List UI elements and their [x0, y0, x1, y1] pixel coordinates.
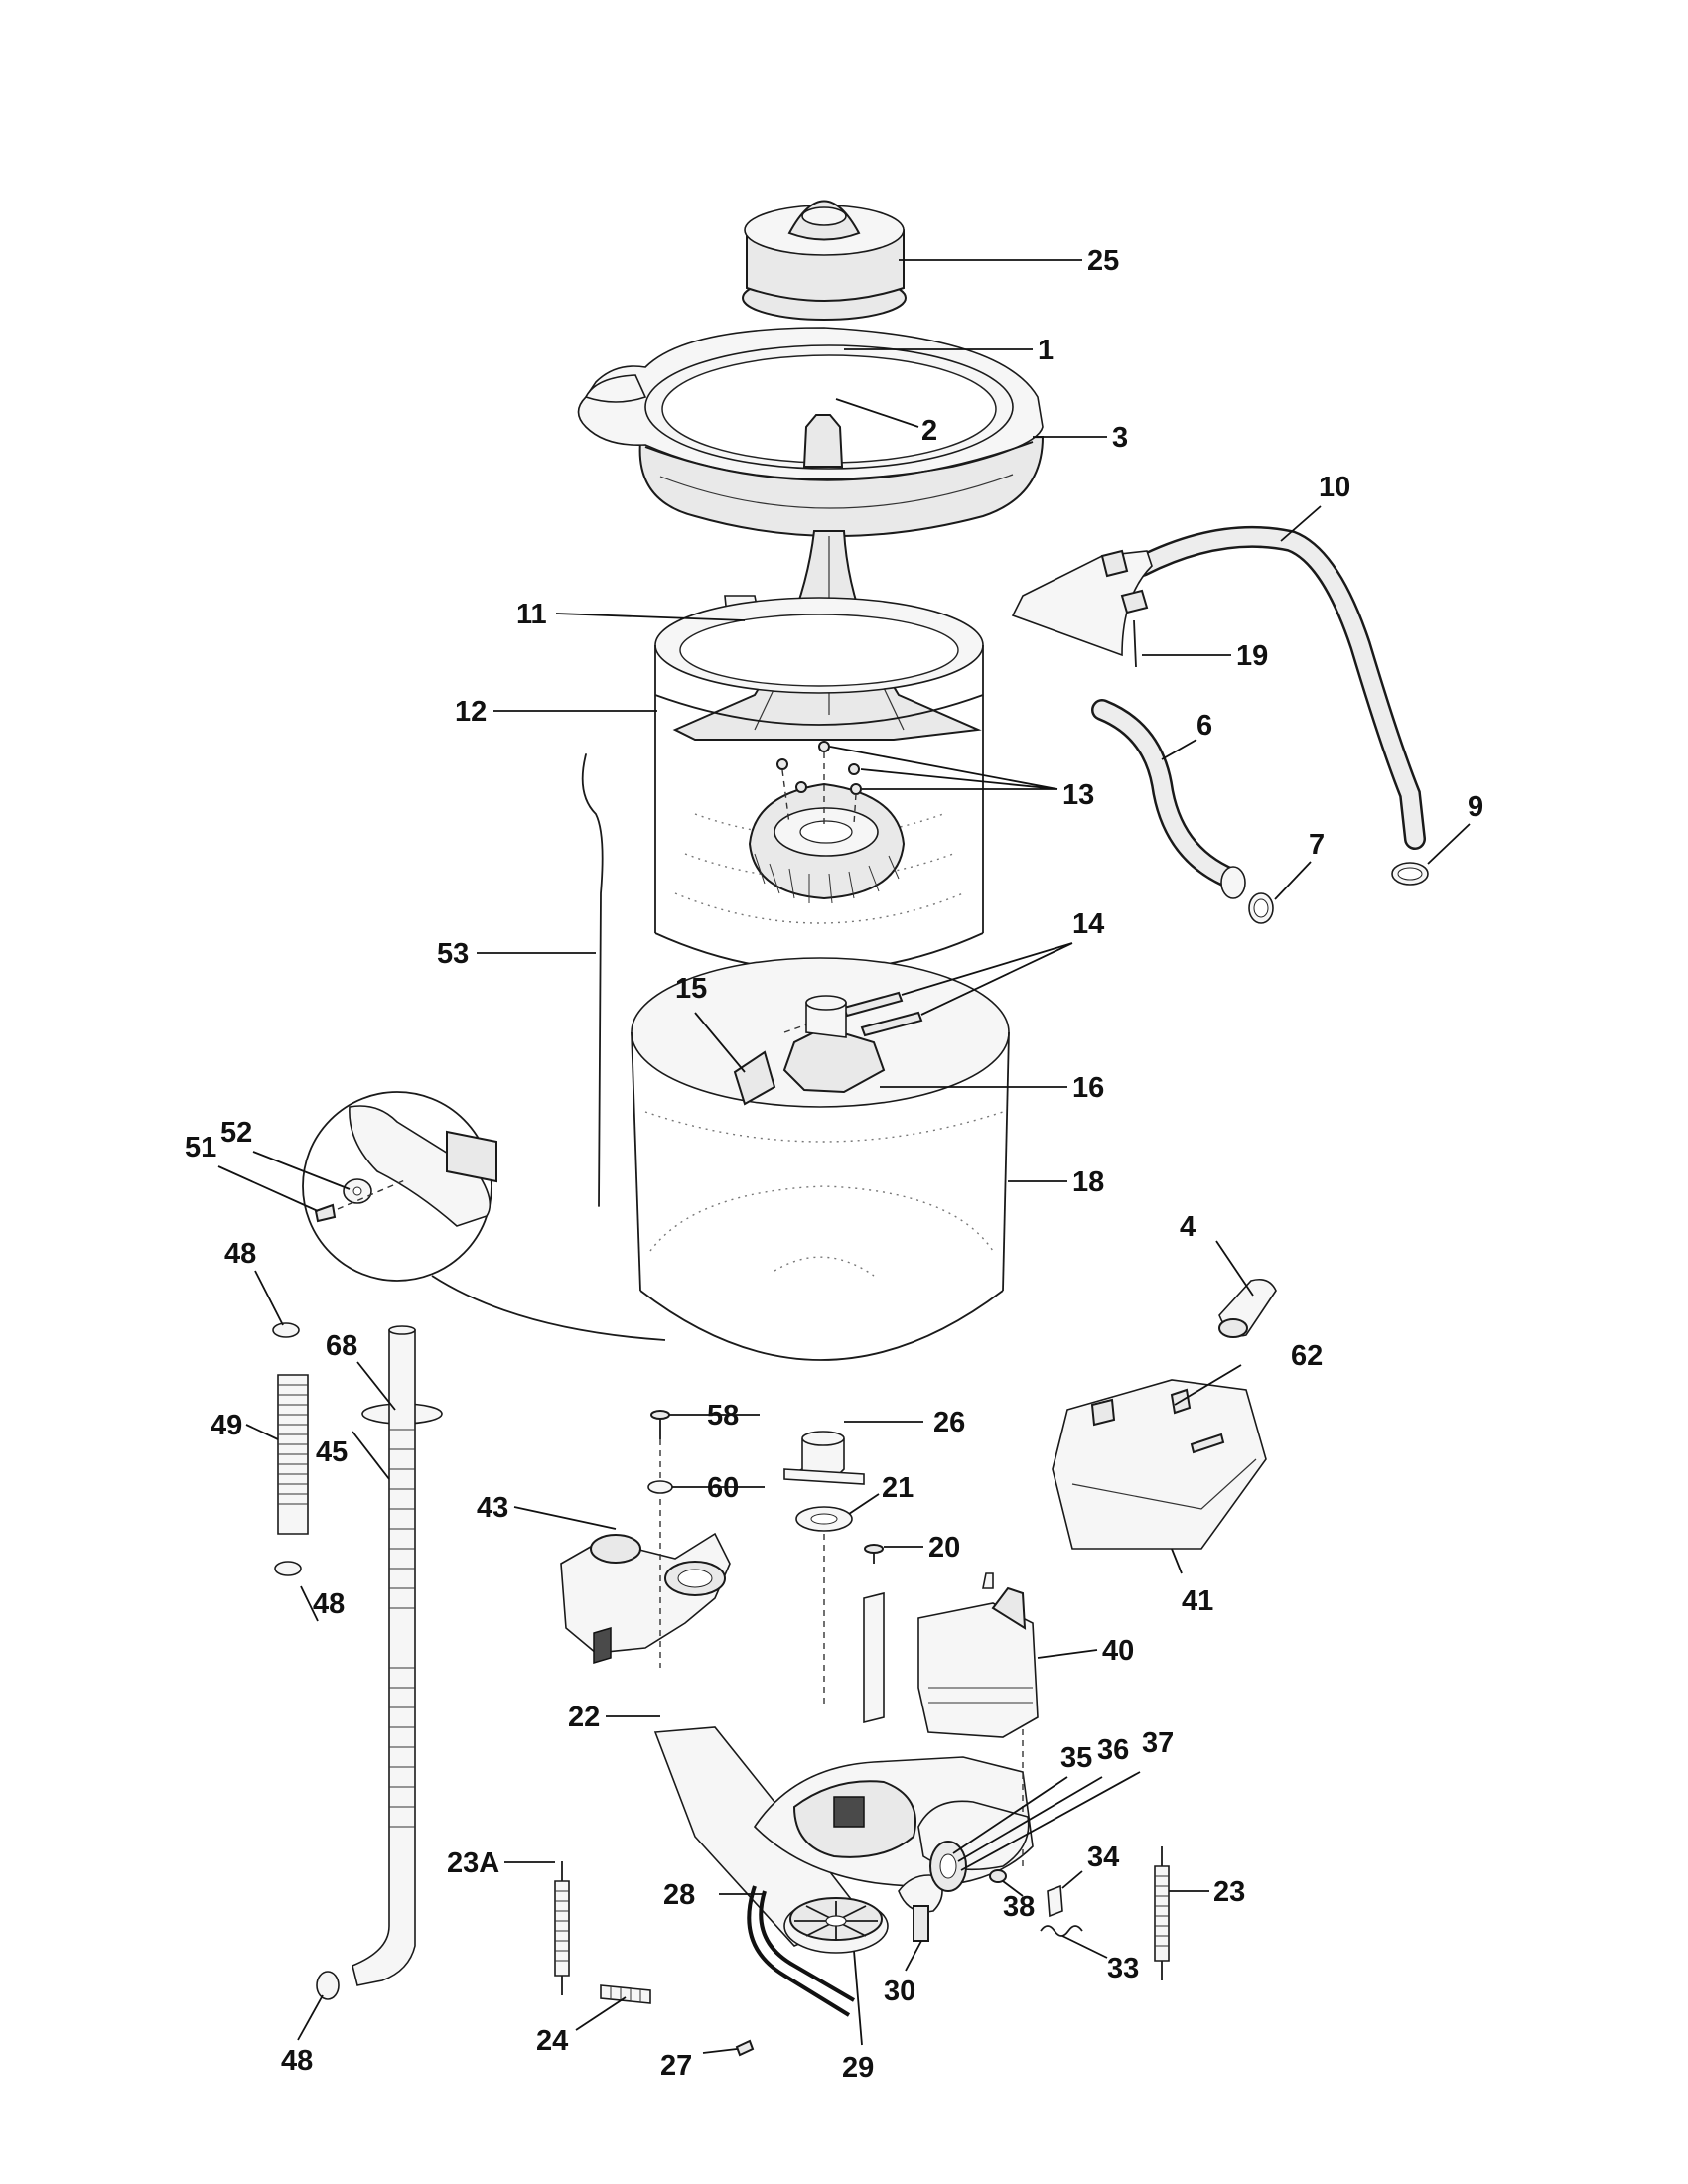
- callout-16: 16: [1072, 1072, 1104, 1104]
- callout-60: 60: [707, 1472, 739, 1504]
- callout-13: 13: [1062, 779, 1094, 811]
- callout-43: 43: [477, 1492, 508, 1524]
- callout-12: 12: [455, 696, 487, 728]
- callout-53: 53: [437, 938, 469, 970]
- part-27-screw: [735, 2039, 755, 2057]
- callout-40: 40: [1102, 1635, 1134, 1667]
- part-48-clamp-top: [272, 1322, 300, 1338]
- callout-33: 33: [1107, 1953, 1139, 1984]
- part-12-basket: [654, 597, 984, 972]
- part-15-bracket: [733, 1050, 776, 1106]
- part-13-screws: [776, 741, 862, 825]
- part-20-screw: [864, 1544, 884, 1564]
- part-53-rod: [581, 753, 604, 1207]
- callout-49: 49: [211, 1410, 242, 1441]
- part-10-inlet-hose: [1011, 525, 1426, 850]
- callout-24: 24: [536, 2025, 568, 2057]
- callout-51: 51: [185, 1132, 216, 1163]
- part-3-tub-cover: [577, 327, 1045, 537]
- callout-45: 45: [316, 1436, 348, 1468]
- callout-48-bottom: 48: [281, 2045, 313, 2077]
- part-28-wire: [747, 1885, 856, 2017]
- part-7-ring: [1248, 892, 1274, 924]
- callout-38: 38: [1003, 1891, 1035, 1923]
- callout-1: 1: [1038, 335, 1054, 366]
- callout-14: 14: [1072, 908, 1104, 940]
- leader-lines: [217, 259, 1471, 2054]
- callout-18: 18: [1072, 1166, 1104, 1198]
- part-41-62-cover: [1052, 1379, 1267, 1550]
- callout-15: 15: [675, 973, 707, 1005]
- callout-62: 62: [1291, 1340, 1323, 1372]
- part-9-clamp: [1391, 862, 1429, 886]
- callout-68: 68: [326, 1330, 357, 1362]
- callout-22: 22: [568, 1702, 600, 1733]
- part-60-washer: [647, 1480, 673, 1494]
- detail-inset: [302, 1091, 666, 1341]
- callout-20: 20: [928, 1532, 960, 1564]
- callout-52: 52: [220, 1117, 252, 1149]
- callout-3: 3: [1112, 422, 1128, 454]
- callout-27: 27: [660, 2050, 692, 2082]
- part-49-hose: [277, 1374, 309, 1535]
- parts-illustration: [272, 200, 1429, 2057]
- part-34-clip: [1047, 1884, 1063, 1918]
- callout-25: 25: [1087, 245, 1119, 277]
- callout-19: 19: [1236, 640, 1268, 672]
- part-6-drain-hose: [1091, 699, 1246, 899]
- callout-48-mid: 48: [313, 1588, 345, 1620]
- part-23-spring: [1154, 1846, 1170, 1980]
- callout-10: 10: [1319, 472, 1350, 503]
- part-33-spring: [1040, 1925, 1083, 1937]
- part-21-washer: [795, 1506, 853, 1707]
- part-38-nut: [989, 1869, 1007, 1883]
- callout-28: 28: [663, 1879, 695, 1911]
- part-30-belt-assembly: [898, 1874, 943, 1942]
- callout-21: 21: [882, 1472, 914, 1504]
- callout-41: 41: [1182, 1585, 1213, 1617]
- part-48-clamp-mid: [274, 1561, 302, 1576]
- callout-6: 6: [1196, 710, 1212, 742]
- part-25-dispenser: [742, 200, 907, 321]
- callout-2: 2: [921, 415, 937, 447]
- callout-48-top: 48: [224, 1238, 256, 1270]
- part-45-standpipe: [352, 1325, 416, 1986]
- callout-23A: 23A: [447, 1847, 499, 1879]
- callout-35: 35: [1060, 1742, 1092, 1774]
- part-26-coupling: [783, 1431, 865, 1485]
- basket-hub: [748, 782, 906, 904]
- part-16-bearing: [782, 995, 886, 1094]
- callout-4: 4: [1180, 1211, 1196, 1243]
- callout-9: 9: [1468, 791, 1483, 823]
- callout-26: 26: [933, 1407, 965, 1438]
- part-35-36-37-pump: [917, 1800, 1030, 1892]
- part-40-motor: [917, 1572, 1039, 1738]
- part-24-spring: [600, 1984, 651, 2004]
- callout-labels: 25 1 2 3 10 11 19 12 6 13 9 7 53 14 15 1…: [185, 245, 1483, 2084]
- callout-37: 37: [1142, 1727, 1174, 1759]
- callout-30: 30: [884, 1976, 915, 2007]
- callout-36: 36: [1097, 1734, 1129, 1766]
- part-58-screw: [650, 1410, 670, 1489]
- callout-29: 29: [842, 2052, 874, 2084]
- part-23A-spring: [554, 1861, 570, 1995]
- callout-11: 11: [516, 599, 547, 630]
- part-48-clamp-bottom: [316, 1971, 340, 2000]
- callout-7: 7: [1309, 829, 1325, 861]
- callout-34: 34: [1087, 1842, 1119, 1873]
- callout-58: 58: [707, 1400, 739, 1432]
- callout-23: 23: [1213, 1876, 1245, 1908]
- part-43-water-valve: [560, 1499, 731, 1668]
- part-29-pulley: [783, 1897, 889, 1954]
- part-4-capacitor: [1218, 1278, 1277, 1338]
